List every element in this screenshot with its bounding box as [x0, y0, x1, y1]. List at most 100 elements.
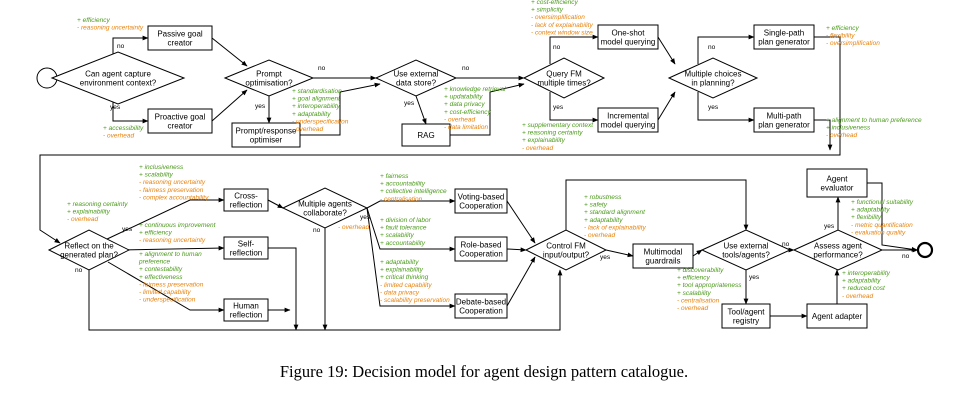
- node-label: Debate-based: [456, 298, 506, 307]
- benefit-text: + efficiency: [677, 275, 710, 282]
- benefit-text: + functional suitability: [851, 199, 914, 206]
- node-label: guardrails: [645, 257, 680, 266]
- node-label: Proactive goal: [155, 113, 206, 122]
- node-label: tools/agents?: [722, 251, 770, 260]
- benefit-text: + fault tolerance: [380, 225, 427, 232]
- edge-arrow: [366, 198, 456, 209]
- edge-label-reflect-no: no: [75, 267, 83, 274]
- node-label: Cross-: [234, 192, 258, 201]
- edge-label-agents-no: no: [313, 227, 321, 234]
- process-box: [597, 24, 659, 50]
- node-end: [916, 241, 934, 259]
- node-label: optimiser: [250, 136, 283, 145]
- benefit-text: + data privacy: [444, 101, 485, 108]
- decision-diamond: [50, 51, 186, 105]
- benefit-text: + tool appropriateness: [677, 282, 742, 289]
- annotation-reflect-yes: + reasoning certainty+ explainability- o…: [67, 201, 128, 223]
- benefit-text: + updatability: [444, 94, 483, 101]
- benefit-text: + inclusiveness: [139, 164, 184, 171]
- benefit-text: + discoverability: [677, 267, 724, 274]
- benefit-text: + scalability: [677, 290, 712, 297]
- node-label: environment context?: [80, 79, 157, 88]
- drawback-text: - reasoning uncertainty: [77, 25, 144, 32]
- edge-arrow: [506, 256, 536, 307]
- drawback-text: - overhead: [292, 126, 323, 133]
- benefit-text: + cost-efficiency: [444, 109, 492, 116]
- annotation-agents-yes: - overhead: [338, 224, 369, 231]
- drawback-text: - reasoning uncertainty: [139, 179, 206, 186]
- process-box: [147, 108, 213, 134]
- drawback-text: - data privacy: [380, 289, 420, 296]
- benefit-text: + fairness: [380, 173, 409, 180]
- edge-label-tools-no: no: [782, 241, 790, 248]
- edge-arrow: [657, 36, 676, 65]
- edge-arrow: [506, 247, 527, 253]
- annotations-layer: + efficiency - reasoning uncertainty + acc…: [67, 0, 922, 312]
- node-label: Query FM: [546, 70, 582, 79]
- node-label: Use external: [724, 242, 769, 251]
- edge-arrow: [267, 199, 284, 209]
- annotation-self: + continuous improvement+ efficiency- re…: [139, 222, 217, 244]
- drawback-text: - overhead: [584, 232, 615, 239]
- process-box: [454, 293, 508, 319]
- drawback-text: - overhead: [677, 305, 708, 312]
- benefit-text: + adaptability: [380, 259, 419, 266]
- edge-arrow: [506, 200, 536, 244]
- drawback-text: - flexibility: [826, 33, 855, 40]
- node-label: Multimodal: [644, 248, 683, 257]
- annotation-rag: + knowledge retrieval+ updatability+ dat…: [444, 86, 506, 131]
- drawback-text: - scalability preservation: [380, 297, 450, 304]
- edge-arrow: [211, 89, 248, 122]
- node-label: multiple times?: [537, 79, 591, 88]
- node-label: performance?: [813, 251, 863, 260]
- process-box: [223, 188, 269, 212]
- process-box: [223, 236, 269, 260]
- edge-arrow: [118, 245, 225, 251]
- node-label: Voting-based: [458, 193, 505, 202]
- edge-label-prompt-yes: yes: [255, 103, 266, 110]
- node-label: model querying: [601, 121, 656, 130]
- figure-caption: Figure 19: Decision model for agent desi…: [279, 362, 689, 381]
- process-box: [806, 303, 868, 329]
- node-cross: Cross-reflection: [223, 188, 269, 212]
- process-box: [597, 107, 659, 133]
- edge-arrow: [814, 119, 833, 151]
- edge-label-plan-yes: yes: [708, 104, 719, 111]
- edge-label-fm-yes: yes: [553, 104, 564, 111]
- decision-diamond: [700, 229, 792, 271]
- drawback-text: - overhead: [444, 116, 475, 123]
- annotation-singlepath: + efficiency- flexibility- oversimplific…: [826, 25, 880, 47]
- benefit-text: + adaptability: [292, 111, 331, 118]
- edge-arrow: [104, 197, 225, 241]
- drawback-text: - evaluation quality: [851, 229, 906, 236]
- decision-diamond: [223, 59, 315, 97]
- process-box: [753, 24, 815, 50]
- benefit-text: + scalability: [380, 232, 415, 239]
- process-box: [721, 303, 771, 329]
- benefit-text: + critical thinking: [380, 274, 429, 281]
- benefit-text: + explainability: [67, 209, 111, 216]
- edge-arrow: [565, 179, 749, 231]
- edge-arrow: [268, 247, 299, 331]
- benefit-text: + cost-efficiency: [531, 0, 579, 6]
- edge-arrow: [697, 92, 755, 123]
- node-label: Reflect on the: [64, 242, 114, 251]
- node-label: Agent adapter: [812, 312, 863, 321]
- drawback-text: - centralisation: [677, 297, 720, 304]
- drawback-text: - fairness preservation: [139, 187, 204, 194]
- edge-label-plan-no: no: [708, 44, 716, 51]
- node-label: model querying: [601, 38, 656, 47]
- edge-label-reflect-yes: yes: [122, 226, 133, 233]
- annotation-debate: + adaptability+ explainability+ critical…: [380, 259, 450, 304]
- benefit-text: + accessibility: [103, 125, 144, 132]
- edge-arrow: [697, 34, 755, 64]
